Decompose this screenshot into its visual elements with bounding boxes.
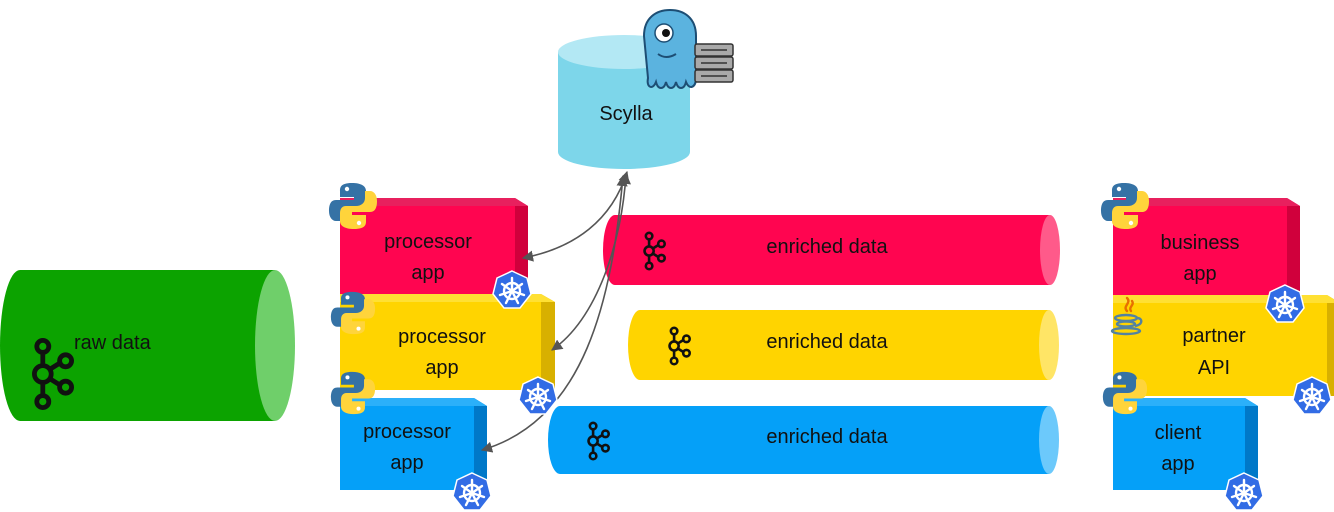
enriched-topic-red: enriched data — [603, 215, 1060, 285]
consumer-label-line1: business — [1161, 232, 1240, 254]
processor-label-line1: processor — [363, 421, 451, 443]
raw-topic-label: raw data — [74, 332, 152, 354]
processor-label-line1: processor — [384, 231, 472, 253]
kubernetes-icon — [492, 270, 532, 310]
kubernetes-icon — [1224, 472, 1264, 512]
processor-blue-to-scylla-arrow — [480, 174, 628, 453]
enriched-topic-blue: enriched data — [548, 406, 1059, 474]
enriched-topic-label: enriched data — [766, 331, 888, 353]
enriched-topic-label: enriched data — [766, 426, 888, 448]
consumer-label-line1: partner — [1182, 325, 1246, 347]
consumer-label-line2: app — [1161, 453, 1194, 475]
kubernetes-icon — [518, 376, 558, 416]
kubernetes-icon — [1265, 284, 1305, 324]
processor-app-blue: processor app — [340, 398, 487, 490]
raw-data-topic: raw data — [0, 270, 295, 421]
enriched-topic-yellow: enriched data — [628, 310, 1059, 380]
processor-label-line2: app — [425, 357, 458, 379]
kubernetes-icon — [1292, 376, 1332, 416]
enriched-topic-label: enriched data — [766, 236, 888, 258]
client-app: client app — [1113, 398, 1258, 490]
processor-label-line1: processor — [398, 326, 486, 348]
processor-label-line2: app — [390, 452, 423, 474]
business-app: business app — [1113, 198, 1300, 300]
database-label: Scylla — [599, 103, 653, 125]
kubernetes-icon — [452, 472, 492, 512]
connectors — [480, 170, 631, 453]
raw-topic-cap — [255, 270, 295, 421]
consumer-label-line1: client — [1155, 422, 1202, 444]
processor-label-line2: app — [411, 262, 444, 284]
consumer-label-line2: app — [1183, 263, 1216, 285]
scylla-database: Scylla — [558, 8, 734, 169]
consumer-label-line2: API — [1198, 357, 1230, 379]
scylla-mascot-icon — [642, 8, 734, 89]
